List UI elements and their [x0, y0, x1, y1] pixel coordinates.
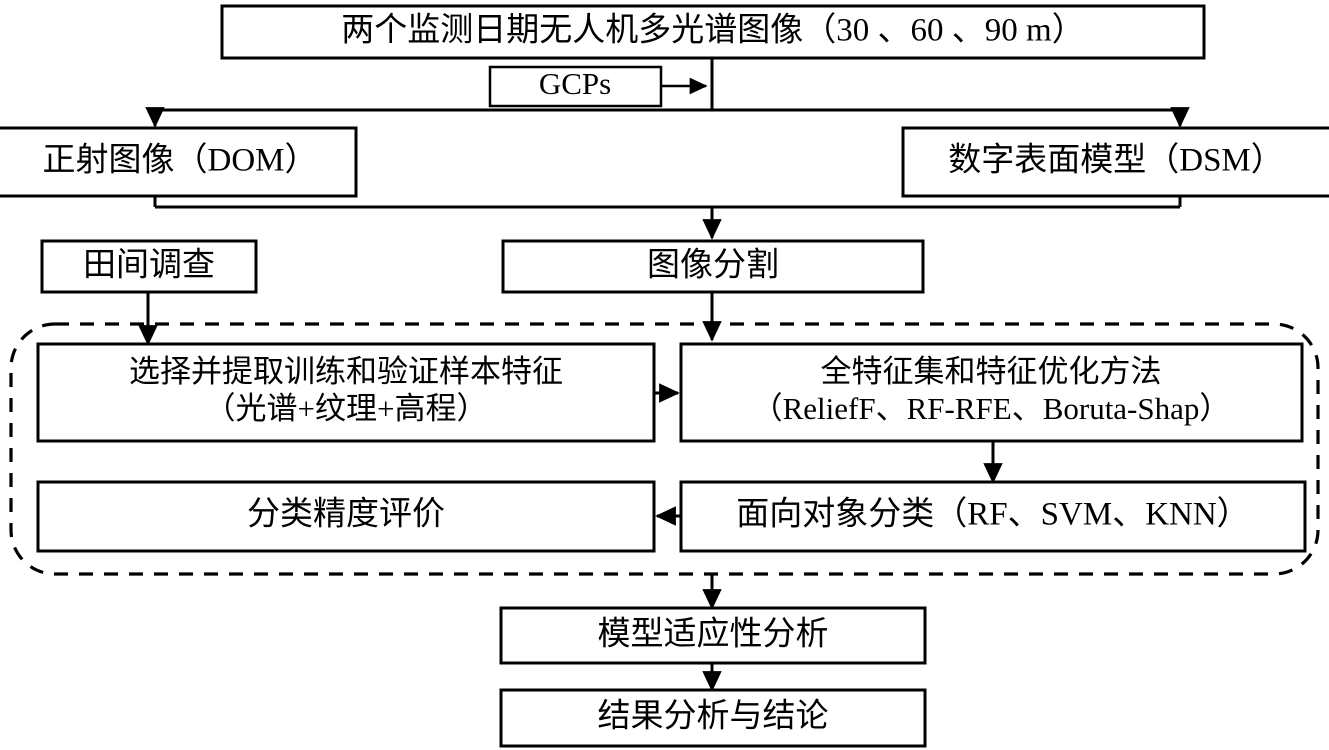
- node-feature-optimization-label-line2: （ReliefF、RF-RFE、Boruta-Shap）: [752, 391, 1231, 426]
- node-image-segmentation[interactable]: 图像分割: [501, 239, 925, 294]
- node-uav-images[interactable]: 两个监测日期无人机多光谱图像（30 、60 、90 m）: [220, 4, 1206, 60]
- node-image-segmentation-label: 图像分割: [647, 247, 779, 284]
- node-dsm-label: 数字表面模型（DSM）: [948, 142, 1284, 179]
- node-feature-extraction-label-line2: （光谱+纹理+高程）: [205, 391, 488, 426]
- node-feature-extraction-label-line1: 选择并提取训练和验证样本特征: [129, 354, 563, 389]
- node-field-survey[interactable]: 田间调查: [40, 239, 258, 294]
- node-uav-images-label: 两个监测日期无人机多光谱图像（30 、60 、90 m）: [341, 12, 1084, 49]
- node-feature-optimization-label-line1: 全特征集和特征优化方法: [821, 354, 1162, 389]
- node-model-adaptability[interactable]: 模型适应性分析: [499, 606, 927, 665]
- node-feature-optimization[interactable]: 全特征集和特征优化方法 （ReliefF、RF-RFE、Boruta-Shap）: [679, 342, 1304, 443]
- node-feature-extraction[interactable]: 选择并提取训练和验证样本特征 （光谱+纹理+高程）: [36, 342, 656, 443]
- node-accuracy-evaluation[interactable]: 分类精度评价: [36, 480, 656, 553]
- node-object-classification[interactable]: 面向对象分类（RF、SVM、KNN）: [679, 480, 1307, 553]
- node-dom-label: 正射图像（DOM）: [42, 142, 317, 179]
- node-results-conclusion[interactable]: 结果分析与结论: [499, 688, 927, 748]
- node-object-classification-label: 面向对象分类（RF、SVM、KNN）: [736, 496, 1249, 533]
- node-dom[interactable]: 正射图像（DOM）: [0, 126, 358, 198]
- node-model-adaptability-label: 模型适应性分析: [598, 616, 829, 653]
- node-accuracy-evaluation-label: 分类精度评价: [247, 496, 445, 533]
- node-results-conclusion-label: 结果分析与结论: [598, 698, 829, 735]
- node-field-survey-label: 田间调查: [83, 247, 215, 284]
- node-dsm[interactable]: 数字表面模型（DSM）: [901, 126, 1329, 198]
- node-gcps[interactable]: GCPs: [488, 65, 663, 108]
- classification-processing-group: [9, 322, 1320, 576]
- node-gcps-label: GCPs: [539, 66, 611, 101]
